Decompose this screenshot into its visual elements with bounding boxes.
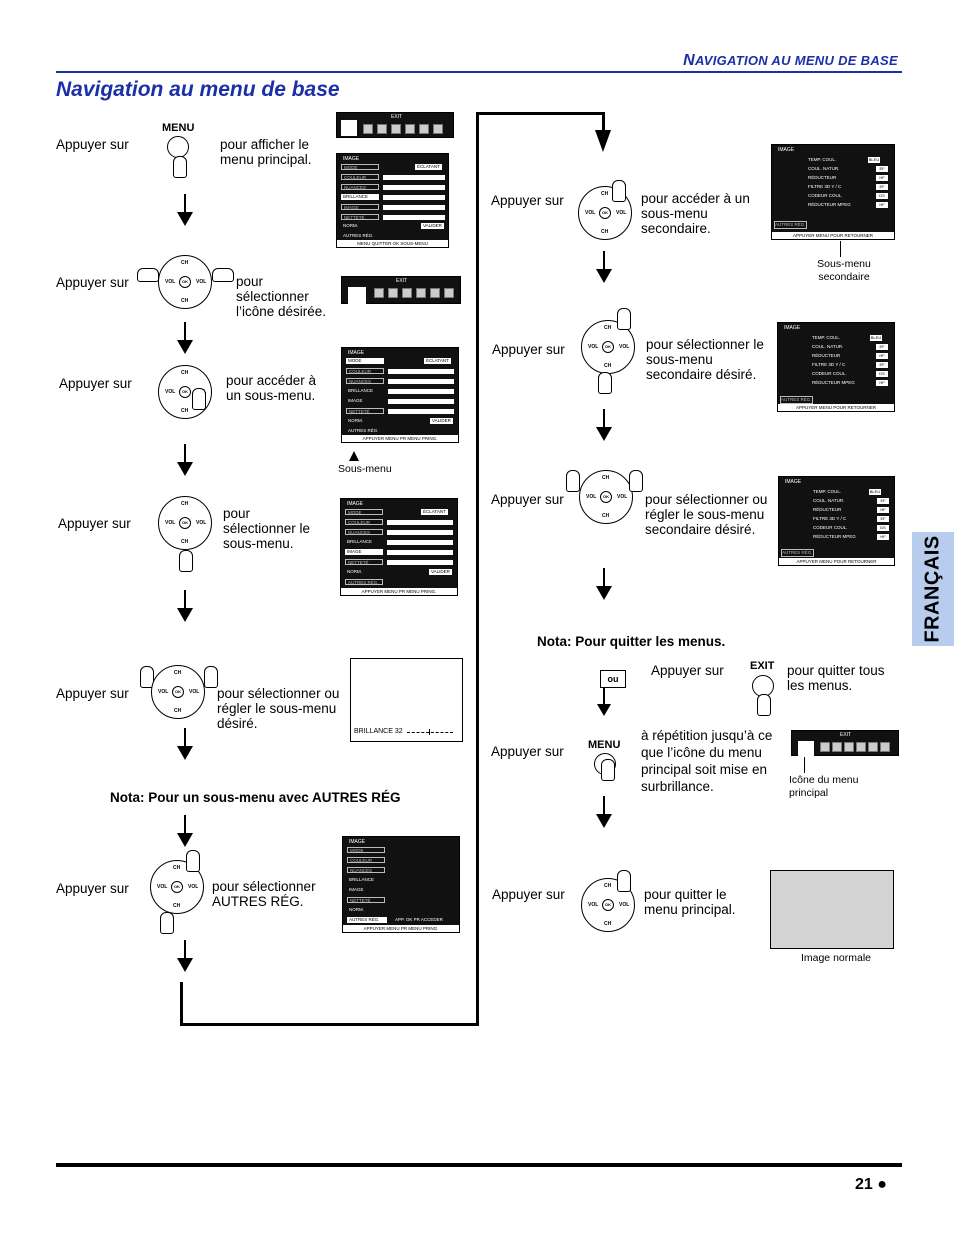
submenu-caption: Sous-menu — [338, 463, 392, 475]
osd-submenu: IMAGE MODE ÉCLATANT COULEUR NUANCES BRIL… — [341, 347, 459, 443]
hand-icon — [601, 759, 615, 781]
hand-icon — [566, 470, 580, 492]
arrow-down — [177, 940, 193, 972]
arrow-down — [597, 704, 611, 716]
main-icon-bar: EXIT — [336, 112, 454, 138]
arrow-down — [596, 568, 612, 600]
exit-button-label: EXIT — [750, 660, 775, 672]
hand-icon — [598, 372, 612, 394]
osd-submenu-2: IMAGE MODE ÉCLATANT COULEUR NUANCES BRIL… — [340, 498, 458, 596]
hand-icon — [173, 156, 187, 178]
osd-autres-reg: IMAGE MODE COULEUR NUANCES BRILLANCE IMA… — [342, 836, 460, 933]
arrow-down — [596, 251, 612, 283]
connector-line — [180, 1023, 479, 1026]
menu-button-label: MENU — [588, 739, 621, 751]
osd-main-menu: IMAGE MODE ÉCLATANT COULEUR NUANCES BRIL… — [336, 153, 449, 248]
step3-label: Appuyer sur — [59, 376, 132, 391]
step2-label: Appuyer sur — [56, 275, 129, 290]
arrow-down — [177, 444, 193, 476]
exit-step-label: Appuyer sur — [651, 663, 724, 678]
note-autres-reg: Nota: Pour un sous-menu avec AUTRES RÉG — [110, 790, 401, 805]
secondary-caption: Sous-menu secondaire — [817, 258, 871, 283]
header-rule — [56, 71, 902, 73]
section-header: NAVIGATION AU MENU DE BASE — [683, 52, 898, 69]
normal-image-caption: Image normale — [800, 952, 872, 964]
hand-icon — [192, 388, 206, 410]
step1-label: Appuyer sur — [56, 137, 129, 152]
or-box: ou — [600, 670, 626, 688]
r-step3-label: Appuyer sur — [491, 492, 564, 507]
osd-secondary-menu-3: IMAGE TEMP. COUL.BLEU COUL. NATUR.EF RÉD… — [778, 476, 895, 566]
hand-icon — [617, 308, 631, 330]
brightness-screen: BRILLANCE 32 — [350, 658, 463, 742]
caption-leader — [840, 241, 841, 257]
hand-left-icon — [137, 268, 159, 282]
quit-step-label: Appuyer sur — [492, 887, 565, 902]
hand-icon — [179, 550, 193, 572]
hand-icon — [617, 870, 631, 892]
connector-line — [180, 982, 183, 1026]
r-step1-label: Appuyer sur — [491, 193, 564, 208]
step4-desc: pour sélectionner le sous-menu. — [223, 506, 311, 551]
normal-image-screen — [770, 870, 894, 949]
menu-step-desc: à répétition jusqu’à ce que l’icône du m… — [641, 728, 773, 794]
arrow-down — [177, 728, 193, 760]
page-number: 21 ● — [855, 1176, 887, 1193]
hand-icon — [186, 850, 200, 872]
menu-button-label: MENU — [162, 122, 195, 134]
arrow-down — [596, 796, 612, 828]
osd-secondary-menu: IMAGE TEMP. COUL.BLEU COUL. NATUR.EF RÉD… — [771, 144, 895, 240]
arrow-down — [177, 590, 193, 622]
connector-line — [602, 112, 605, 134]
exit-step-desc: pour quitter tous les menus. — [787, 663, 885, 693]
step5-label: Appuyer sur — [56, 686, 129, 701]
icon-bar-selected: EXIT — [341, 276, 461, 305]
language-tab: FRANÇAIS — [912, 532, 954, 646]
step3-desc: pour accéder à un sous-menu. — [226, 373, 317, 403]
connector-line — [603, 688, 605, 706]
step2-desc: pour sélectionner l’icône désirée. — [236, 274, 327, 319]
main-icon-highlighted: EXIT — [791, 730, 899, 757]
note-quit-menus: Nota: Pour quitter les menus. — [537, 634, 726, 649]
pointer-arrow — [349, 451, 359, 461]
footer-rule — [56, 1163, 902, 1167]
main-icon-caption: Icône du menu principal — [789, 774, 859, 799]
r-step1-desc: pour accéder à un sous-menu secondaire. — [641, 191, 750, 236]
caption-leader — [804, 757, 805, 773]
step5-desc: pour sélectionner ou régler le sous-menu… — [217, 686, 340, 731]
menu-button-icon — [167, 136, 189, 158]
quit-step-desc: pour quitter le menu principal. — [644, 887, 736, 917]
hand-icon — [629, 470, 643, 492]
r-step3-desc: pour sélectionner ou régler le sous-menu… — [645, 492, 768, 537]
step1-desc: pour afficher le menu principal. — [220, 137, 312, 167]
hand-icon — [140, 666, 154, 688]
step6-desc: pour sélectionner AUTRES RÉG. — [212, 879, 316, 909]
arrow-down — [596, 409, 612, 441]
hand-icon — [160, 912, 174, 934]
step4-label: Appuyer sur — [58, 516, 131, 531]
osd-secondary-menu-2: IMAGE TEMP. COUL.BLEU COUL. NATUR.EF RÉD… — [777, 322, 895, 412]
menu-step-label: Appuyer sur — [491, 744, 564, 759]
page-title: Navigation au menu de base — [56, 78, 340, 101]
hand-icon — [757, 694, 771, 716]
connector-line — [476, 112, 604, 115]
hand-right-icon — [212, 268, 234, 282]
connector-line — [476, 112, 479, 1026]
r-step2-label: Appuyer sur — [492, 342, 565, 357]
r-step2-desc: pour sélectionner le sous-menu secondair… — [646, 337, 764, 382]
step6-label: Appuyer sur — [56, 881, 129, 896]
arrow-down — [177, 322, 193, 354]
hand-icon — [204, 666, 218, 688]
arrow-down — [595, 130, 611, 152]
arrow-down — [177, 194, 193, 226]
arrow-down — [177, 815, 193, 847]
hand-icon — [612, 180, 626, 202]
